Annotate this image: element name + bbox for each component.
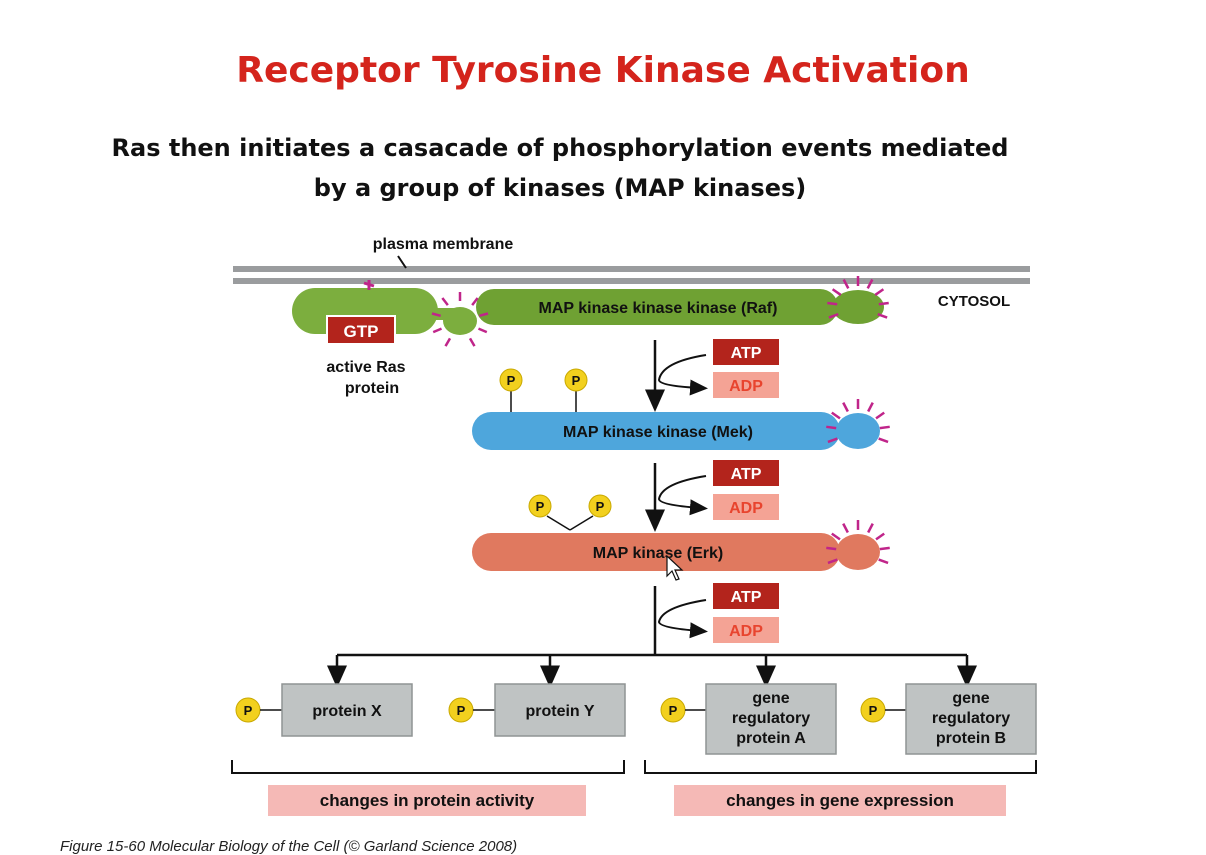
activation-mark bbox=[827, 301, 838, 306]
erk-phosphate-2-label: P bbox=[596, 499, 605, 514]
protein-a-label-line-1: gene bbox=[752, 690, 789, 707]
protein-b-label-line-3: protein B bbox=[936, 730, 1006, 747]
slide-title: Receptor Tyrosine Kinase Activation bbox=[236, 50, 970, 91]
activation-mark bbox=[478, 312, 489, 318]
raf-kinase bbox=[476, 289, 884, 325]
mek-label: MAP kinase kinase (Mek) bbox=[563, 424, 753, 441]
erk-label: MAP kinase (Erk) bbox=[593, 545, 723, 562]
adp-box-2 bbox=[713, 494, 779, 520]
activation-mark bbox=[877, 313, 888, 319]
target-protein-x bbox=[235, 683, 413, 737]
activation-mark bbox=[441, 297, 449, 306]
activation-mark bbox=[875, 532, 885, 541]
adp-label-3: ADP bbox=[729, 623, 763, 640]
activation-mark bbox=[831, 288, 842, 296]
subtitle-line-1: Ras then initiates a casacade of phospho… bbox=[111, 134, 1009, 162]
activation-mark bbox=[878, 437, 889, 444]
atp-label-3: ATP bbox=[731, 589, 762, 606]
gene-expression-outcome-box bbox=[674, 785, 1006, 816]
target-gene-regulatory-protein-b bbox=[860, 683, 1037, 755]
mek-phosphate-2-label: P bbox=[572, 373, 581, 388]
protein-activity-bracket bbox=[231, 760, 625, 774]
atp-label-2: ATP bbox=[731, 466, 762, 483]
cascade-arrow-raf-to-mek bbox=[645, 340, 708, 412]
atp-box-1 bbox=[713, 339, 779, 365]
activation-mark bbox=[826, 546, 837, 551]
cascade-arrow-mek-to-erk bbox=[645, 463, 708, 532]
adp-box-1 bbox=[713, 372, 779, 398]
cytosol-label: CYTOSOL bbox=[938, 293, 1010, 310]
gtp-box bbox=[326, 315, 396, 345]
protein-a-label-line-2: regulatory bbox=[732, 710, 810, 727]
protein-b-phosphate-label: P bbox=[869, 703, 878, 718]
activation-mark bbox=[878, 558, 889, 565]
protein-a-phosphate-label: P bbox=[669, 703, 678, 718]
active-ras-label-line-1: active Ras bbox=[326, 359, 405, 376]
activation-mark bbox=[477, 327, 488, 334]
membrane-leader-line bbox=[397, 255, 407, 269]
activation-mark bbox=[878, 301, 889, 306]
erk-kinase bbox=[472, 533, 880, 571]
protein-b-label-line-2: regulatory bbox=[932, 710, 1010, 727]
erk-phosphates bbox=[528, 494, 612, 531]
activation-mark bbox=[866, 278, 874, 289]
activation-mark bbox=[867, 402, 874, 413]
activation-mark bbox=[471, 297, 479, 306]
mek-kinase bbox=[472, 412, 880, 450]
adp-label-1: ADP bbox=[729, 378, 763, 395]
protein-activity-outcome-box bbox=[268, 785, 586, 816]
activation-marks bbox=[431, 276, 890, 565]
activation-mark bbox=[828, 313, 839, 319]
activation-mark bbox=[827, 558, 838, 565]
activation-mark bbox=[874, 288, 885, 296]
protein-b-label-line-1: gene bbox=[952, 690, 989, 707]
gtp-label: GTP bbox=[344, 322, 379, 341]
mouse-cursor-icon bbox=[666, 554, 684, 581]
activation-mark bbox=[842, 402, 849, 413]
protein-x-label: protein X bbox=[312, 703, 382, 720]
raf-label: MAP kinase kinase kinase (Raf) bbox=[539, 300, 778, 317]
activation-mark bbox=[879, 425, 890, 430]
slide-subtitle: Ras then initiates a casacade of phospho… bbox=[60, 128, 1060, 208]
atp-label-1: ATP bbox=[731, 345, 762, 362]
plasma-membrane bbox=[233, 255, 1030, 284]
protein-activity-outcome-label: changes in protein activity bbox=[320, 791, 535, 810]
activation-mark bbox=[842, 278, 850, 289]
erk-phosphate-1-label: P bbox=[536, 499, 545, 514]
activation-mark bbox=[875, 411, 885, 420]
atp-box-2 bbox=[713, 460, 779, 486]
gene-expression-outcome-label: changes in gene expression bbox=[726, 791, 954, 810]
adp-box-3 bbox=[713, 617, 779, 643]
plasma-membrane-label: plasma membrane bbox=[373, 236, 514, 253]
protein-y-label: protein Y bbox=[525, 703, 594, 720]
activation-mark bbox=[831, 411, 841, 420]
activation-mark bbox=[879, 546, 890, 551]
activation-mark bbox=[831, 532, 841, 541]
lipid-anchor bbox=[363, 280, 375, 290]
activation-mark bbox=[432, 327, 443, 334]
activation-mark bbox=[468, 337, 476, 347]
target-protein-y bbox=[448, 683, 626, 737]
subtitle-line-2: by a group of kinases (MAP kinases) bbox=[313, 174, 807, 202]
adp-label-2: ADP bbox=[729, 500, 763, 517]
protein-a-label-line-3: protein A bbox=[736, 730, 806, 747]
gene-expression-bracket bbox=[644, 760, 1037, 774]
protein-x-phosphate-label: P bbox=[244, 703, 253, 718]
activation-mark bbox=[842, 523, 849, 534]
active-ras-label-line-2: protein bbox=[345, 380, 399, 397]
atp-box-3 bbox=[713, 583, 779, 609]
activation-mark bbox=[867, 523, 874, 534]
activation-mark bbox=[444, 337, 452, 347]
cascade-arrow-erk-to-targets bbox=[327, 586, 977, 688]
activation-mark bbox=[826, 425, 837, 430]
activation-mark bbox=[827, 437, 838, 444]
mek-phosphates bbox=[499, 368, 588, 412]
mek-phosphate-1-label: P bbox=[507, 373, 516, 388]
target-gene-regulatory-protein-a bbox=[660, 683, 837, 755]
figure-caption: Figure 15-60 Molecular Biology of the Ce… bbox=[60, 838, 518, 855]
protein-y-phosphate-label: P bbox=[457, 703, 466, 718]
activation-mark bbox=[431, 312, 442, 318]
